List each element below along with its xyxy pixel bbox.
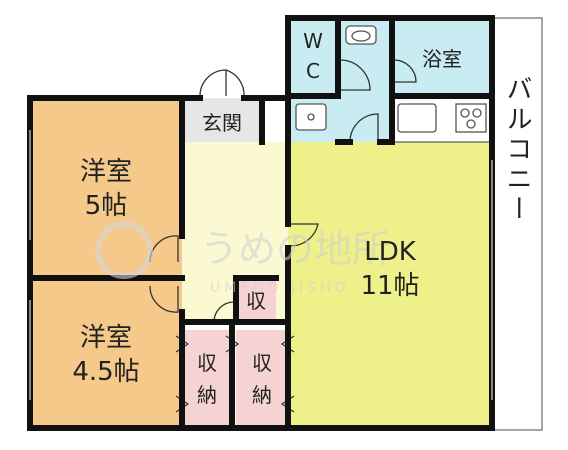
- storage-small-label: 収: [246, 289, 266, 313]
- bath-label: 浴室: [422, 47, 462, 71]
- balcony-label: バルコニー: [502, 75, 532, 225]
- window-marks: [29, 130, 493, 400]
- western-room-1-size: 5帖: [85, 191, 128, 221]
- wc: [288, 18, 338, 96]
- western-room-1-label: 洋室: [80, 157, 132, 187]
- kitchen-fixtures: [397, 103, 487, 133]
- bath: [392, 18, 492, 96]
- svg-text:UMENO JISHO: UMENO JISHO: [210, 280, 350, 296]
- western-room-2-size: 4.5帖: [72, 357, 139, 387]
- storage-1-label-top: 収: [197, 351, 217, 375]
- storage-1: [182, 330, 232, 430]
- storage-2-label-top: 収: [252, 351, 272, 375]
- wc-label-w: W: [303, 29, 323, 53]
- washbasin-icon: [295, 103, 327, 131]
- ldk-size: 11帖: [360, 271, 419, 301]
- balcony: [491, 17, 543, 431]
- entrance: [182, 98, 262, 142]
- storage-small: [236, 278, 276, 322]
- watermark: うめの地所 UMENO JISHO: [95, 221, 390, 296]
- storage-1-label-bottom: 納: [197, 383, 217, 407]
- western-room-2-label: 洋室: [80, 323, 132, 353]
- ldk-label: LDK: [364, 237, 417, 267]
- toilet-icon: [345, 25, 377, 45]
- wc-label-c: C: [306, 59, 320, 83]
- ldk: [288, 142, 492, 430]
- western-room-2: [30, 278, 182, 428]
- western-room-1: [30, 98, 182, 278]
- storage-2-label-bottom: 納: [252, 383, 272, 407]
- svg-text:うめの地所: うめの地所: [200, 227, 390, 271]
- entrance-label: 玄関: [202, 111, 242, 135]
- storage-2: [236, 330, 288, 430]
